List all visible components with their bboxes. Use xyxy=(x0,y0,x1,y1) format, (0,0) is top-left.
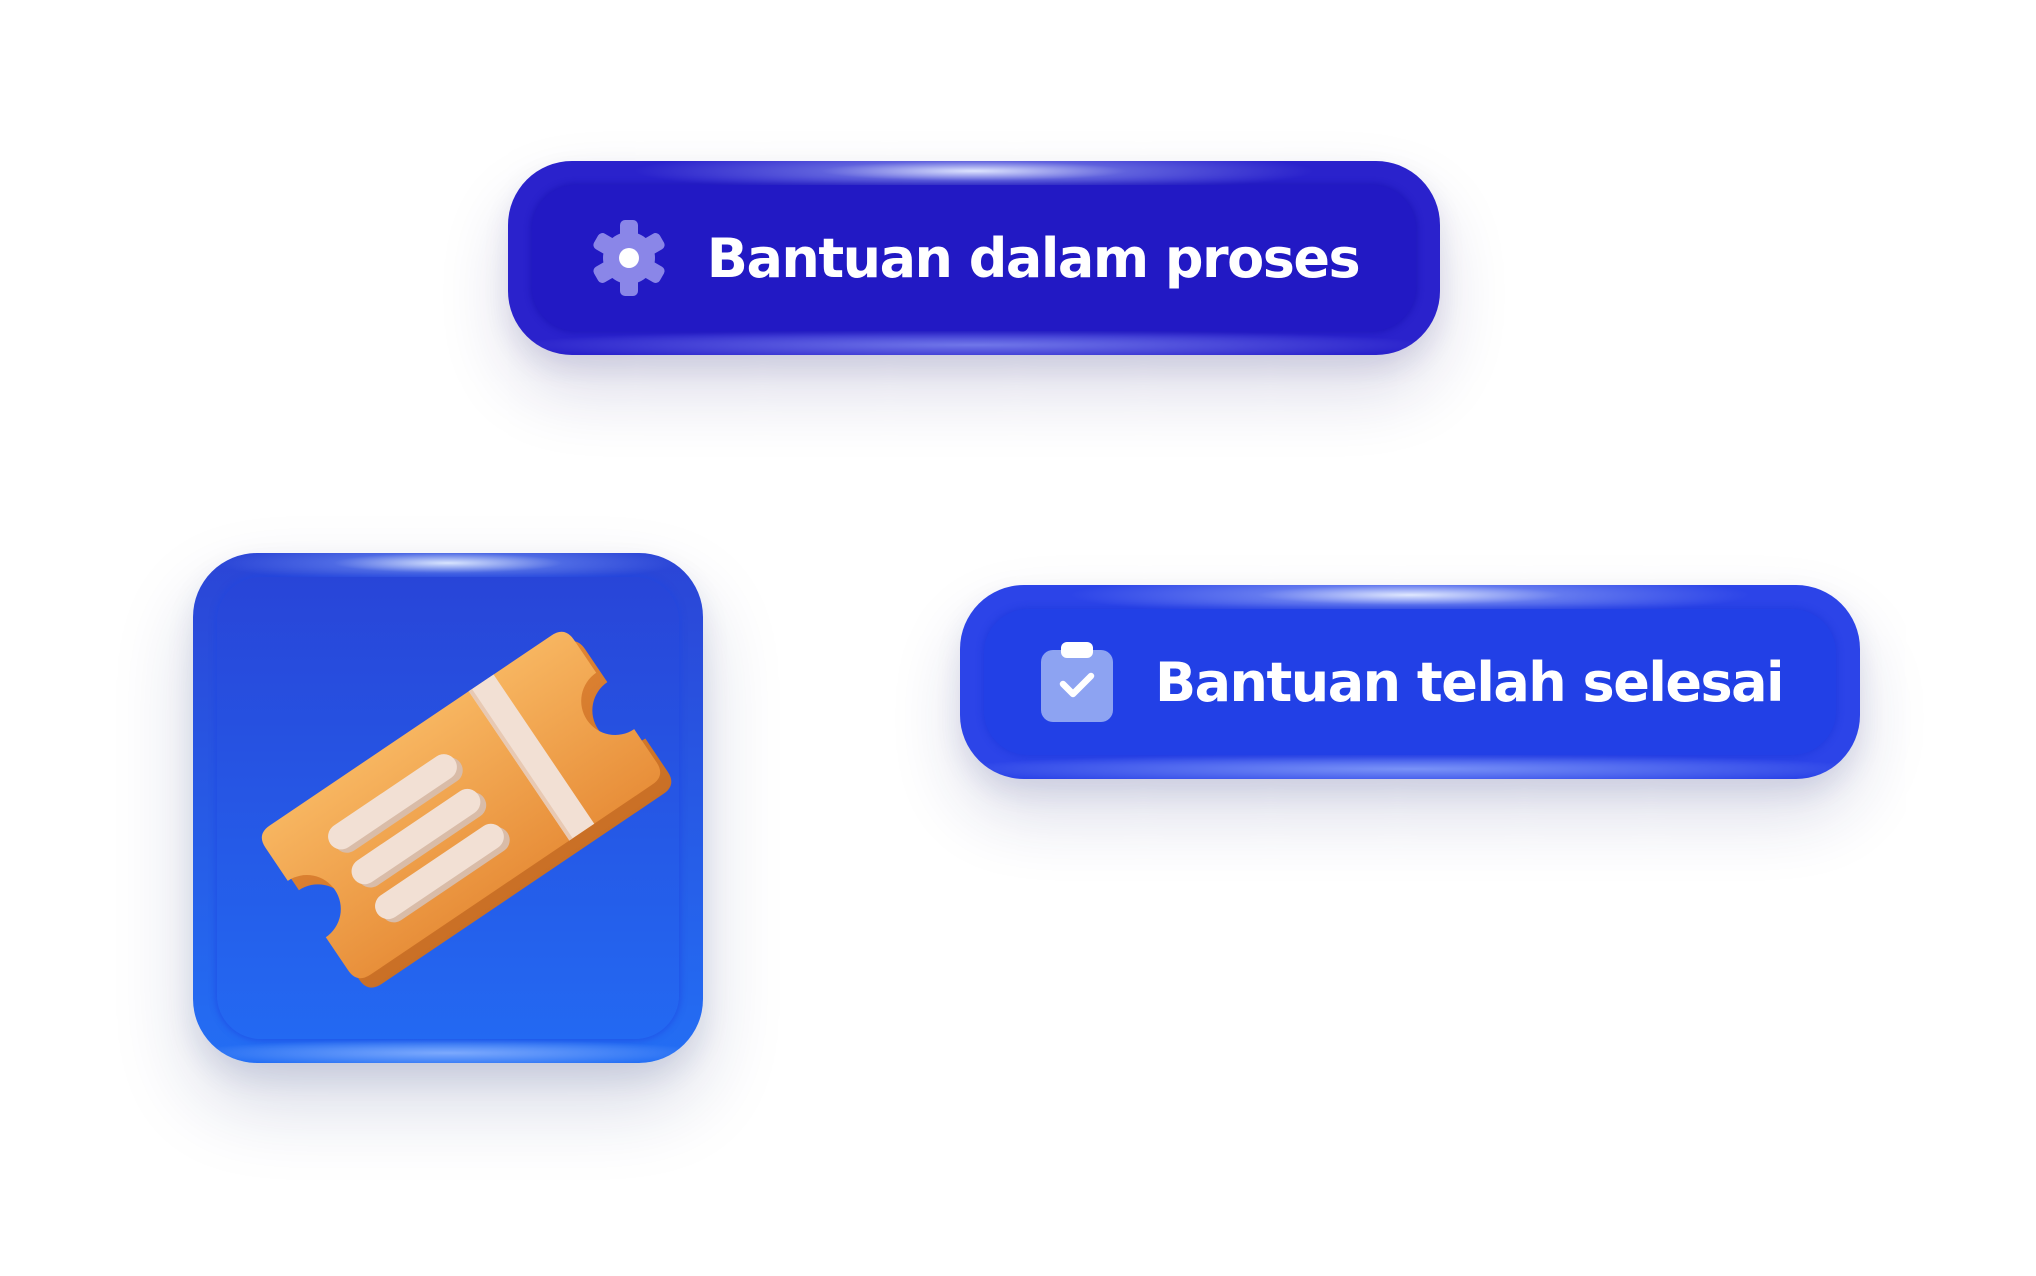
status-badge-done-content: Bantuan telah selesai xyxy=(1037,642,1785,722)
status-badge-done[interactable]: Bantuan telah selesai xyxy=(960,585,1860,779)
status-badge-in-progress-label: Bantuan dalam proses xyxy=(706,226,1361,290)
clipboard-check-icon xyxy=(1040,642,1113,722)
status-badge-in-progress-content: Bantuan dalam proses xyxy=(589,218,1361,298)
status-badge-in-progress[interactable]: Bantuan dalam proses xyxy=(508,161,1440,355)
ticket-icon xyxy=(261,631,672,988)
gear-icon xyxy=(593,220,665,296)
status-badge-done-label: Bantuan telah selesai xyxy=(1154,650,1785,714)
ticket-tile[interactable] xyxy=(193,553,703,1063)
